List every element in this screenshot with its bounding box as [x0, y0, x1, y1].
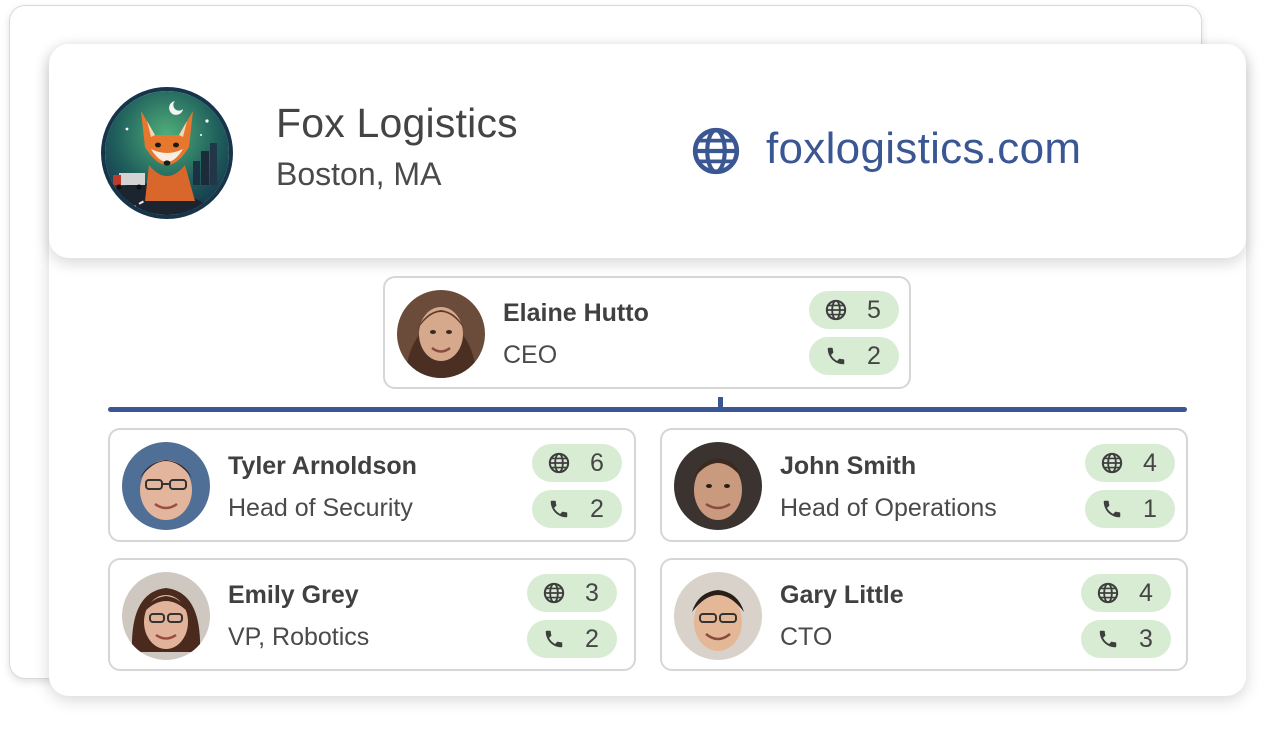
phone-count-badge[interactable]: 2: [809, 337, 899, 375]
avatar: [674, 442, 762, 530]
phone-count: 2: [585, 625, 599, 653]
person-title: Head of Security: [228, 494, 413, 522]
web-count: 4: [1139, 579, 1153, 607]
globe-icon: [1101, 452, 1123, 474]
phone-count: 2: [867, 342, 881, 370]
phone-count-badge[interactable]: 2: [527, 620, 617, 658]
avatar: [122, 572, 210, 660]
web-count: 6: [590, 449, 604, 477]
phone-count: 1: [1143, 495, 1157, 523]
phone-count-badge[interactable]: 3: [1081, 620, 1171, 658]
phone-icon: [1101, 498, 1123, 520]
person-card[interactable]: Gary Little CTO 4 3: [660, 558, 1188, 671]
person-name: Tyler Arnoldson: [228, 452, 417, 480]
company-name: Fox Logistics: [276, 100, 518, 146]
person-card-ceo[interactable]: Elaine Hutto CEO 5 2: [383, 276, 911, 389]
web-count-badge[interactable]: 4: [1085, 444, 1175, 482]
person-title: Head of Operations: [780, 494, 997, 522]
globe-icon: [691, 126, 741, 176]
phone-icon: [543, 628, 565, 650]
globe-icon: [548, 452, 570, 474]
company-header-card: [49, 44, 1246, 258]
connector-vertical: [718, 397, 723, 410]
person-name: Emily Grey: [228, 581, 359, 609]
globe-icon: [825, 299, 847, 321]
web-count-badge[interactable]: 5: [809, 291, 899, 329]
person-name: John Smith: [780, 452, 917, 480]
company-website-link[interactable]: foxlogistics.com: [766, 124, 1082, 173]
company-location: Boston, MA: [276, 156, 442, 192]
web-count-badge[interactable]: 6: [532, 444, 622, 482]
phone-icon: [1097, 628, 1119, 650]
person-card[interactable]: Tyler Arnoldson Head of Security 6 2: [108, 428, 636, 542]
phone-count-badge[interactable]: 1: [1085, 490, 1175, 528]
fox-logo: [101, 87, 233, 219]
web-count-badge[interactable]: 4: [1081, 574, 1171, 612]
person-card[interactable]: Emily Grey VP, Robotics 3 2: [108, 558, 636, 671]
avatar: [397, 290, 485, 378]
person-name: Elaine Hutto: [503, 299, 649, 327]
globe-icon: [1097, 582, 1119, 604]
person-title: VP, Robotics: [228, 623, 370, 651]
web-count: 3: [585, 579, 599, 607]
person-card[interactable]: John Smith Head of Operations 4 1: [660, 428, 1188, 542]
phone-icon: [548, 498, 570, 520]
phone-count: 2: [590, 495, 604, 523]
phone-count-badge[interactable]: 2: [532, 490, 622, 528]
web-count: 5: [867, 296, 881, 324]
connector-horizontal: [108, 407, 1187, 412]
person-name: Gary Little: [780, 581, 904, 609]
web-count: 4: [1143, 449, 1157, 477]
person-title: CEO: [503, 341, 558, 369]
phone-icon: [825, 345, 847, 367]
phone-count: 3: [1139, 625, 1153, 653]
avatar: [122, 442, 210, 530]
globe-icon: [543, 582, 565, 604]
avatar: [674, 572, 762, 660]
web-count-badge[interactable]: 3: [527, 574, 617, 612]
person-title: CTO: [780, 623, 833, 651]
